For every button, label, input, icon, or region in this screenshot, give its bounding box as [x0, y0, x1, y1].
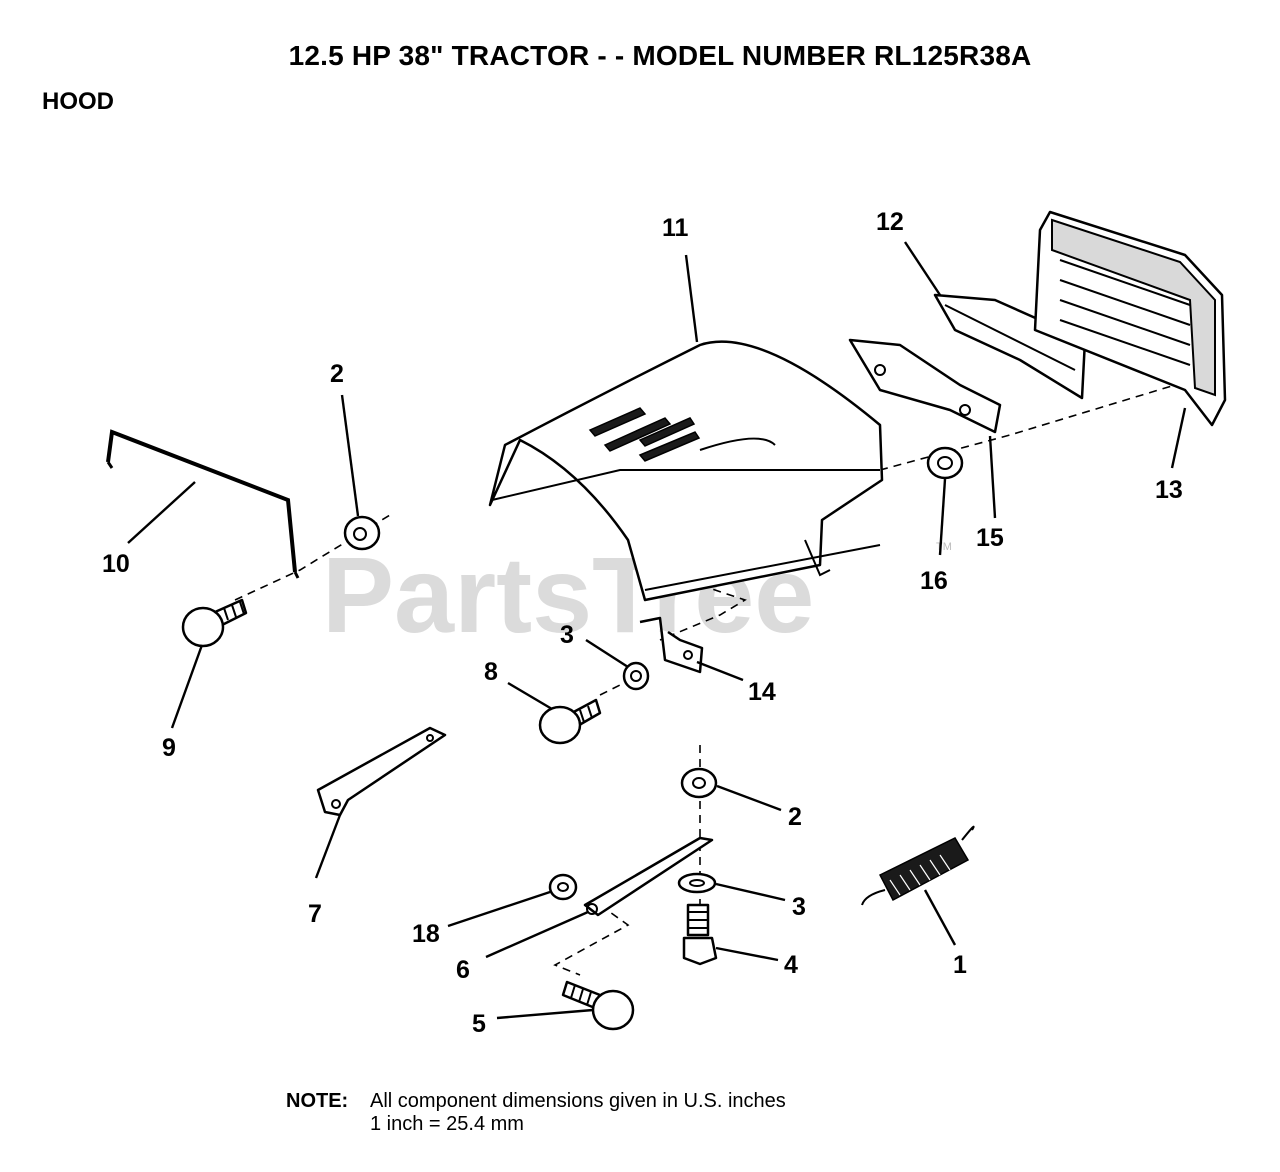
callout-4: 4 [784, 951, 798, 979]
callout-12: 12 [876, 208, 904, 236]
bracket-part-14[interactable] [639, 616, 704, 674]
leader-10 [127, 481, 196, 544]
leader-7 [314, 814, 342, 879]
callout-3-lower: 3 [792, 893, 806, 921]
callout-8: 8 [484, 658, 498, 686]
note-label: NOTE: [286, 1090, 349, 1112]
bolt-part-4[interactable] [682, 903, 718, 966]
note-line-2: 1 inch = 25.4 mm [370, 1113, 524, 1135]
callout-13: 13 [1155, 476, 1183, 504]
leader-14 [696, 660, 744, 682]
leader-2-lower [716, 784, 782, 812]
assembly-line-bolt8 [599, 679, 631, 696]
callout-6: 6 [456, 956, 470, 984]
callout-18: 18 [412, 920, 440, 948]
leader-6 [485, 910, 589, 959]
leader-5 [496, 1008, 594, 1020]
bolt-part-8[interactable] [538, 698, 602, 745]
hood-part-11[interactable] [488, 340, 884, 602]
callout-14: 14 [748, 678, 776, 706]
callout-3-upper: 3 [560, 621, 574, 649]
dimension-note: NOTE: All component dimensions given in U… [286, 1090, 786, 1136]
leader-3-lower [715, 882, 786, 902]
rod-part-10[interactable] [106, 429, 300, 579]
callout-9: 9 [162, 734, 176, 762]
washer-part-3-upper[interactable] [622, 661, 650, 691]
callout-2-lower: 2 [788, 803, 802, 831]
bolt-part-9[interactable] [181, 598, 248, 648]
callout-16: 16 [920, 567, 948, 595]
leader-12 [903, 241, 942, 296]
nut-part-16[interactable] [926, 446, 964, 480]
leader-2-upper [340, 394, 360, 517]
callout-5: 5 [472, 1010, 486, 1038]
spring-part-1[interactable] [861, 825, 975, 906]
leader-8 [507, 681, 553, 711]
leader-3-upper [585, 638, 629, 669]
callout-1: 1 [953, 951, 967, 979]
callout-10: 10 [102, 550, 130, 578]
callout-15: 15 [976, 524, 1004, 552]
assembly-line-bolt5 [553, 904, 630, 976]
leader-11 [684, 254, 699, 343]
callout-7: 7 [308, 900, 322, 928]
section-label: HOOD [42, 88, 114, 115]
leader-18 [447, 890, 551, 928]
leader-13 [1170, 407, 1187, 469]
leader-16 [938, 478, 947, 556]
callout-11: 11 [662, 214, 689, 242]
bracket-part-15[interactable] [848, 338, 1002, 434]
grille-part-13[interactable] [1033, 210, 1227, 427]
assembly-line-bracket14 [659, 584, 747, 641]
leader-1 [923, 889, 957, 946]
leader-15 [988, 435, 997, 519]
watermark-tm: TM [936, 541, 952, 553]
link-part-6[interactable] [583, 836, 714, 917]
nut-part-2-lower[interactable] [680, 767, 718, 799]
diagram-title: 12.5 HP 38" TRACTOR - - MODEL NUMBER RL1… [288, 40, 1032, 71]
leader-4 [715, 946, 779, 962]
bolt-part-5[interactable] [561, 980, 635, 1031]
callout-2-upper: 2 [330, 360, 344, 388]
washer-part-3-lower[interactable] [677, 872, 717, 894]
assembly-line-hood-grille [879, 384, 1176, 471]
washer-part-18[interactable] [548, 873, 578, 901]
plate-part-12[interactable] [933, 293, 1087, 400]
brace-part-7[interactable] [316, 726, 447, 817]
note-line-1: All component dimensions given in U.S. i… [370, 1090, 786, 1112]
leader-9 [170, 644, 204, 729]
nut-part-2-upper[interactable] [343, 515, 381, 551]
